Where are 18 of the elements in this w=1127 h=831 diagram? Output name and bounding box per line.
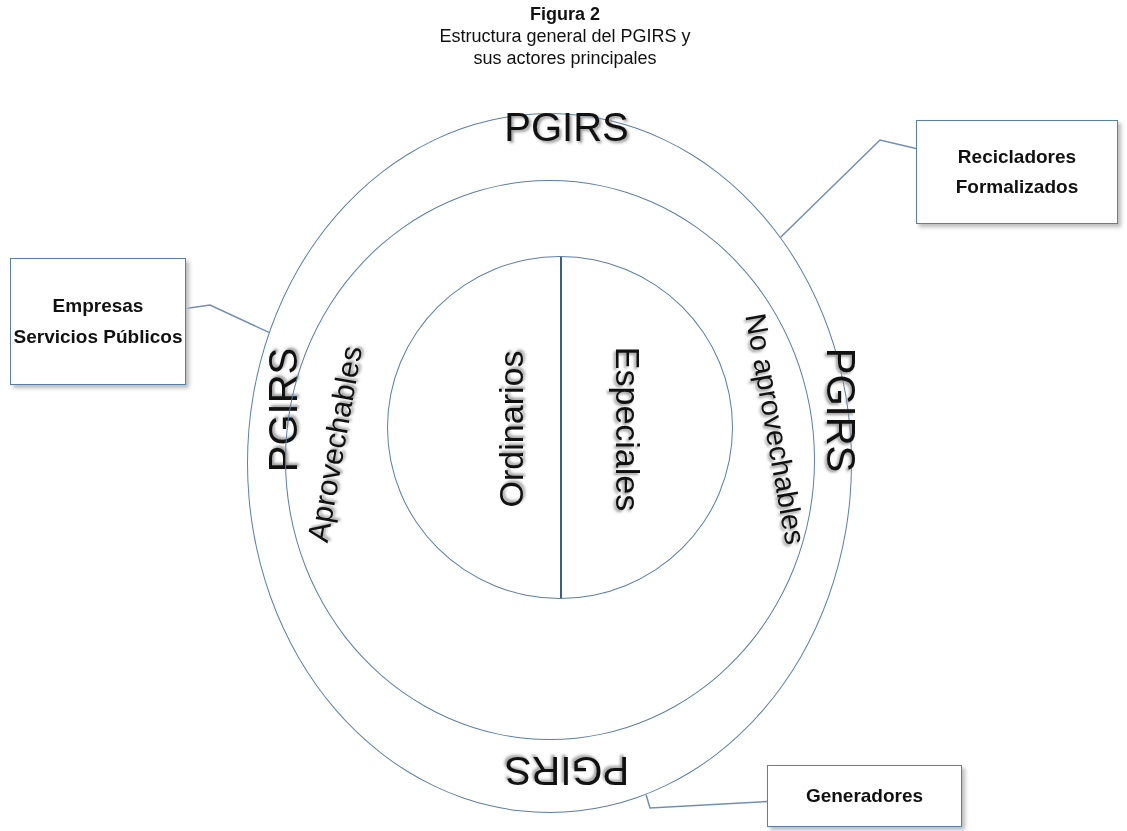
figure-title: Figura 2 <box>529 4 601 25</box>
ring-label: PGIRS <box>504 104 629 149</box>
actor-label: Empresas Servicios Públicos <box>12 294 184 349</box>
ring-label: Especiales <box>607 346 646 511</box>
actor-box <box>916 120 1118 224</box>
actor-label: Generadores <box>805 783 924 808</box>
ring-label: PGIRS <box>260 347 305 472</box>
leader-line <box>645 793 768 809</box>
actor-box <box>767 765 962 827</box>
leader-line <box>779 139 917 238</box>
actor-label: Recicladores Formalizados <box>954 144 1080 199</box>
ring-label: PGIRS <box>504 747 629 792</box>
ring-label: PGIRS <box>817 347 862 472</box>
leader-line <box>185 304 270 334</box>
actor-box <box>10 258 186 385</box>
figure-caption: Estructura general del PGIRS y sus actores principales <box>438 26 692 70</box>
ring-label: Ordinarios <box>491 350 530 507</box>
inner-circle <box>387 256 733 599</box>
